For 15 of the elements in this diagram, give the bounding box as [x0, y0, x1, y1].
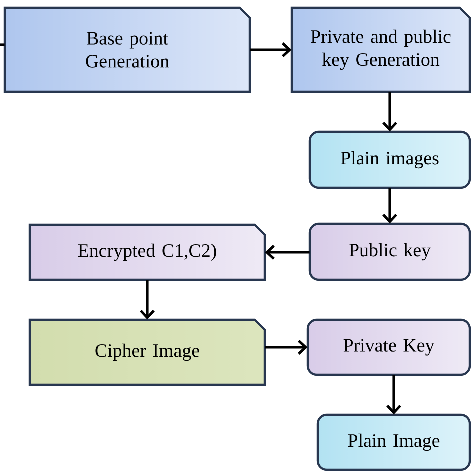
process-box: Private Key [306, 318, 472, 376]
process-box: Base point Generation [4, 6, 252, 94]
arrow [250, 42, 292, 58]
arrow [265, 340, 308, 355]
arrow [386, 375, 402, 415]
process-box: Cipher Image [28, 318, 266, 386]
arrow [140, 280, 155, 320]
process-box: Encrypted C1,C2) [28, 224, 266, 282]
process-box: Plain Image [316, 414, 472, 472]
arrow [265, 245, 310, 260]
arrow [382, 92, 398, 132]
process-box: Plain images [308, 130, 472, 190]
process-box: Public key [308, 222, 472, 282]
process-box: Private and public key Generation [290, 6, 472, 94]
arrow [382, 188, 398, 224]
